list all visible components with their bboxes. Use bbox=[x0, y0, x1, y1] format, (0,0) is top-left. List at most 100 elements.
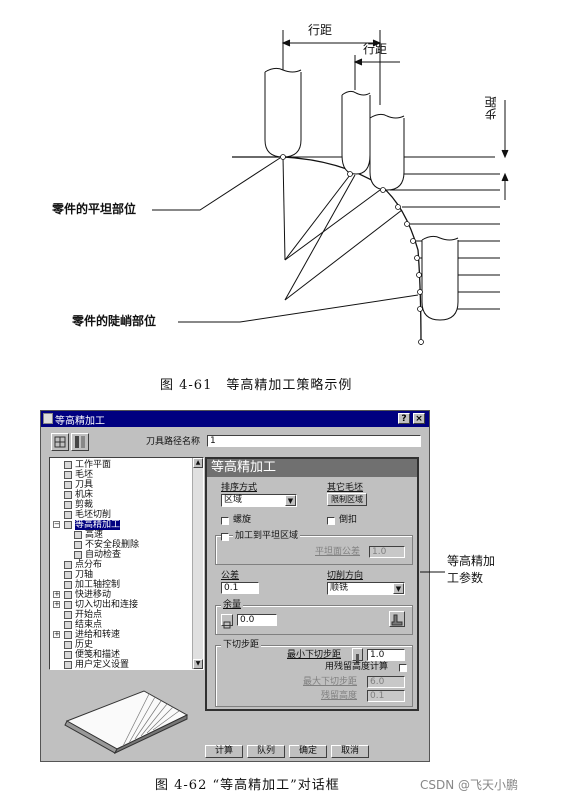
close-button[interactable]: × bbox=[413, 413, 425, 424]
tree-item[interactable]: 用户定义设置 bbox=[64, 660, 129, 669]
undercut-checkbox[interactable] bbox=[327, 517, 335, 525]
axis-control-icon bbox=[64, 581, 72, 589]
queue-button[interactable]: 队列 bbox=[247, 745, 285, 758]
residual-calc-label: 用残留高度计算 bbox=[325, 662, 389, 672]
tree-item[interactable]: 便笺和描述 bbox=[64, 650, 120, 660]
scroll-up-button[interactable]: ▲ bbox=[193, 458, 203, 468]
tool-icon bbox=[64, 481, 72, 489]
component-allowance-icon bbox=[391, 614, 403, 626]
tree-item[interactable]: 毛坯切削 bbox=[64, 510, 111, 520]
limit-region-button[interactable]: 限制区域 bbox=[327, 493, 367, 506]
tree-item[interactable]: 点分布 bbox=[64, 560, 102, 570]
row-spacing-label-top: 行距 bbox=[308, 23, 333, 37]
allowance-input[interactable]: 0.0 bbox=[237, 614, 277, 626]
max-stepdown-input[interactable]: 6.0 bbox=[367, 676, 405, 688]
tree-item[interactable]: 工作平面 bbox=[64, 460, 111, 470]
tolerance-label: 公差 bbox=[221, 571, 240, 581]
leads-icon bbox=[64, 601, 72, 609]
callout-line-1: 等高精加 bbox=[447, 554, 496, 568]
panel-header: 等高精加工 bbox=[207, 459, 417, 477]
other-blank-label: 其它毛坯 bbox=[327, 483, 364, 493]
tree-item[interactable]: 等高精加工 bbox=[64, 520, 121, 530]
tree-item[interactable]: 剪裁 bbox=[64, 500, 93, 510]
grid-icon bbox=[54, 436, 66, 448]
residual-height-input[interactable]: 0.1 bbox=[367, 690, 405, 702]
allowance-toggle-button[interactable] bbox=[221, 614, 233, 629]
residual-calc-checkbox[interactable] bbox=[399, 664, 407, 672]
tree-item[interactable]: 刀具 bbox=[64, 480, 93, 490]
undercut-label: 倒扣 bbox=[339, 515, 358, 525]
order-select[interactable]: 区域 ▼ bbox=[221, 494, 297, 507]
tree-item[interactable]: 高速 bbox=[74, 530, 103, 540]
steep-part-label: 零件的陡峭部位 bbox=[72, 314, 157, 328]
toolbar-icon-1[interactable] bbox=[51, 433, 69, 451]
block-icon bbox=[64, 471, 72, 479]
tree-item[interactable]: 切入切出和连接 bbox=[64, 600, 138, 610]
residual-height-label: 残留高度 bbox=[321, 691, 358, 701]
toolpath-name-label: 刀具路径名称 bbox=[146, 437, 201, 447]
tool-3 bbox=[369, 118, 405, 191]
tree-item[interactable]: 开始点 bbox=[64, 610, 102, 620]
end-point-icon bbox=[64, 621, 72, 629]
start-point-icon bbox=[64, 611, 72, 619]
stepdown-group bbox=[215, 645, 413, 707]
workplane-icon bbox=[64, 461, 72, 469]
order-value: 区域 bbox=[224, 495, 243, 505]
remove-icon bbox=[74, 541, 82, 549]
flat-tolerance-input[interactable]: 1.0 bbox=[369, 546, 405, 558]
stepdown-icon bbox=[356, 654, 359, 663]
spiral-checkbox[interactable] bbox=[221, 517, 229, 525]
rapid-icon bbox=[64, 591, 72, 599]
tree-item[interactable]: 毛坯 bbox=[64, 470, 93, 480]
cancel-button[interactable]: 取消 bbox=[331, 745, 369, 758]
calculate-button[interactable]: 计算 bbox=[205, 745, 243, 758]
tolerance-input[interactable]: 0.1 bbox=[221, 582, 259, 594]
tool-1 bbox=[264, 72, 302, 158]
scissors-icon bbox=[64, 501, 72, 509]
chevron-down-icon[interactable]: ▼ bbox=[393, 583, 404, 594]
toolpath-name-input[interactable]: 1 bbox=[207, 435, 421, 447]
help-button[interactable]: ? bbox=[398, 413, 410, 424]
ok-button[interactable]: 确定 bbox=[289, 745, 327, 758]
tree-item[interactable]: 不安全段删除 bbox=[74, 540, 139, 550]
machine-icon bbox=[64, 491, 72, 499]
order-label: 排序方式 bbox=[221, 483, 258, 493]
strategy-panel: 等高精加工 排序方式 区域 ▼ 其它毛坯 限制区域 螺旋 倒扣 加工到平坦区域 … bbox=[205, 457, 419, 711]
tree-item[interactable]: 机床 bbox=[64, 490, 93, 500]
chevron-down-icon[interactable]: ▼ bbox=[285, 495, 296, 506]
preview-surface-icon bbox=[64, 690, 189, 755]
step-distance-label: 步距 bbox=[484, 96, 498, 120]
add-flat-checkbox[interactable] bbox=[221, 533, 229, 541]
strategy-tree[interactable]: ▲ ▼ 工作平面 毛坯 刀具 机床 剪裁 毛坯切削 − 等高精加工 高速 不安全… bbox=[49, 457, 204, 670]
scroll-down-button[interactable]: ▼ bbox=[193, 659, 203, 669]
toolbar-icon-2[interactable] bbox=[71, 433, 89, 451]
notes-icon bbox=[64, 651, 72, 659]
tree-item[interactable]: 进给和转速 bbox=[64, 630, 120, 640]
tree-item[interactable]: 历史 bbox=[64, 640, 93, 650]
finishing-dialog: 等高精加工 ? × 刀具路径名称 1 ▲ ▼ 工作平面 毛坯 刀具 机床 剪裁 … bbox=[40, 410, 430, 762]
tree-item[interactable]: 结束点 bbox=[64, 620, 102, 630]
figure1-caption: 图 4-61 等高精加工策略示例 bbox=[160, 378, 353, 393]
add-flat-label: 加工到平坦区域 bbox=[233, 531, 301, 542]
tree-item[interactable]: 快进移动 bbox=[64, 590, 111, 600]
dialog-titlebar[interactable]: 等高精加工 ? × bbox=[41, 411, 429, 427]
strategy-figure: 行距 行距 步距 零件的平坦部位 零件的陡峭部位 图 4-61 等高精加工策略示… bbox=[0, 0, 567, 395]
stepdown-lock-button[interactable] bbox=[352, 648, 363, 663]
tree-item[interactable]: 自动检查 bbox=[74, 550, 121, 560]
row-spacing-label-mid: 行距 bbox=[363, 42, 388, 56]
cut-direction-select[interactable]: 顺铣 ▼ bbox=[327, 582, 405, 595]
tree-expander[interactable]: − bbox=[53, 520, 60, 528]
allowance-icon bbox=[223, 621, 231, 629]
tree-expander[interactable]: + bbox=[53, 600, 60, 608]
check-icon bbox=[74, 551, 82, 559]
highspeed-icon bbox=[74, 531, 82, 539]
tree-scrollbar[interactable]: ▲ ▼ bbox=[192, 458, 203, 669]
min-stepdown-input[interactable]: 1.0 bbox=[367, 649, 405, 661]
tree-item[interactable]: 刀轴 bbox=[64, 570, 93, 580]
stepdown-group-label: 下切步距 bbox=[221, 640, 262, 651]
tree-expander[interactable]: + bbox=[53, 630, 60, 638]
component-allowance-button[interactable] bbox=[389, 611, 405, 627]
tree-item[interactable]: 加工轴控制 bbox=[64, 580, 120, 590]
user-settings-icon bbox=[64, 661, 72, 669]
tree-expander[interactable]: + bbox=[53, 590, 60, 598]
